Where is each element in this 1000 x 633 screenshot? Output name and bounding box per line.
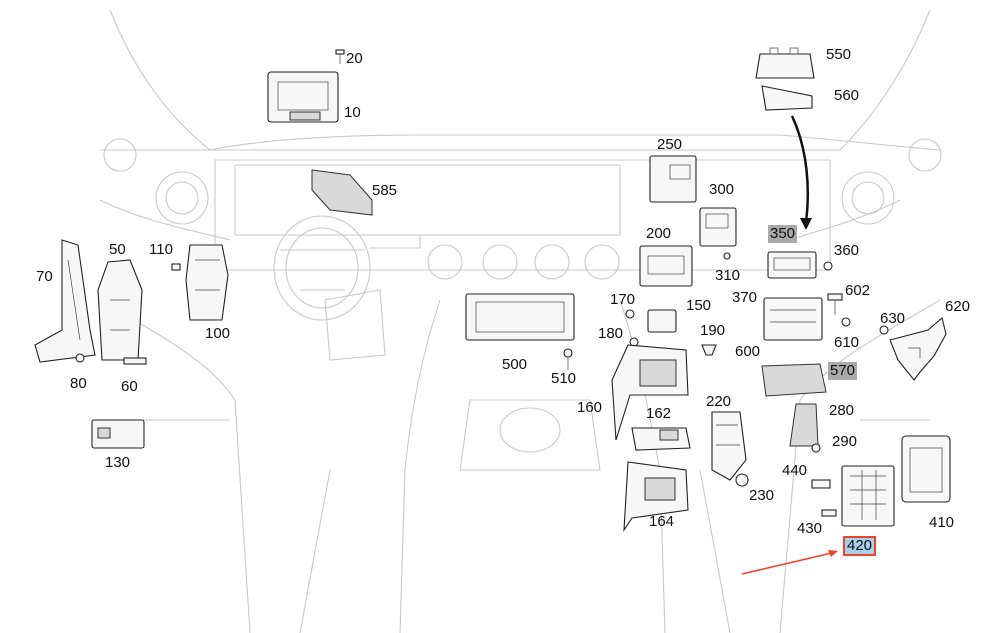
assembly-arrow <box>790 115 810 223</box>
label-370: 370 <box>732 289 758 306</box>
label-600: 600 <box>735 343 761 360</box>
part-164 <box>623 461 689 532</box>
part-510 <box>563 348 573 370</box>
label-560: 560 <box>834 87 860 104</box>
part-10 <box>267 71 339 123</box>
part-50 <box>97 259 143 361</box>
label-570: 570 <box>828 362 858 380</box>
part-130 <box>91 419 145 449</box>
label-162: 162 <box>646 405 672 422</box>
label-300: 300 <box>709 181 735 198</box>
part-430 <box>821 509 837 517</box>
label-190: 190 <box>700 322 726 339</box>
part-100 <box>185 244 229 321</box>
part-410 <box>901 435 951 503</box>
part-300 <box>699 207 737 247</box>
assembly-arrow-head <box>800 218 812 230</box>
part-560 <box>761 85 813 111</box>
part-630 <box>879 325 889 335</box>
part-440 <box>811 479 831 489</box>
part-110 <box>171 263 181 271</box>
part-290 <box>811 443 821 453</box>
part-170 <box>625 309 635 319</box>
part-420 <box>841 465 895 527</box>
label-410: 410 <box>929 514 955 531</box>
part-220 <box>711 411 747 481</box>
label-20: 20 <box>346 50 363 67</box>
part-350 <box>767 251 817 279</box>
part-230 <box>735 473 749 487</box>
part-250 <box>649 155 697 203</box>
part-500 <box>465 293 575 341</box>
label-220: 220 <box>706 393 732 410</box>
label-630: 630 <box>880 310 906 327</box>
part-550 <box>755 47 815 79</box>
label-160: 160 <box>577 399 603 416</box>
label-110: 110 <box>149 241 173 258</box>
label-430: 430 <box>797 520 823 537</box>
label-610: 610 <box>834 334 860 351</box>
part-162 <box>631 427 691 451</box>
label-290: 290 <box>832 433 858 450</box>
label-80: 80 <box>70 375 87 392</box>
part-60 <box>123 357 147 365</box>
label-250: 250 <box>657 136 683 153</box>
part-70 <box>34 239 96 363</box>
label-360: 360 <box>834 242 860 259</box>
label-180: 180 <box>598 325 624 342</box>
part-610 <box>841 317 851 327</box>
part-602 <box>827 293 843 315</box>
label-280: 280 <box>829 402 855 419</box>
label-130: 130 <box>105 454 131 471</box>
label-420[interactable]: 420 <box>843 536 877 556</box>
label-150: 150 <box>686 297 712 314</box>
label-440: 440 <box>782 462 808 479</box>
part-190 <box>701 344 717 356</box>
part-570 <box>761 363 827 397</box>
label-602: 602 <box>845 282 871 299</box>
part-280 <box>789 403 819 447</box>
part-150 <box>647 309 677 333</box>
label-510: 510 <box>551 370 577 387</box>
label-100: 100 <box>205 325 231 342</box>
pointer-arrow <box>741 551 837 575</box>
label-164: 164 <box>649 513 675 530</box>
part-360 <box>823 261 833 271</box>
part-160 <box>611 344 689 441</box>
label-310: 310 <box>715 267 741 284</box>
part-600 <box>763 297 823 341</box>
label-350: 350 <box>768 225 798 243</box>
label-10: 10 <box>344 104 361 121</box>
part-80 <box>75 353 85 363</box>
part-620 <box>889 317 947 381</box>
label-60: 60 <box>121 378 138 395</box>
label-500: 500 <box>502 356 528 373</box>
label-50: 50 <box>109 241 126 258</box>
label-550: 550 <box>826 46 852 63</box>
label-620: 620 <box>945 298 971 315</box>
part-200 <box>639 245 693 287</box>
label-230: 230 <box>749 487 775 504</box>
part-20 <box>335 49 345 64</box>
part-585 <box>311 169 373 216</box>
label-170: 170 <box>610 291 636 308</box>
label-585: 585 <box>372 182 398 199</box>
label-200: 200 <box>646 225 672 242</box>
pointer-arrow-head <box>828 550 838 557</box>
label-70: 70 <box>36 268 53 285</box>
part-310 <box>723 252 731 260</box>
